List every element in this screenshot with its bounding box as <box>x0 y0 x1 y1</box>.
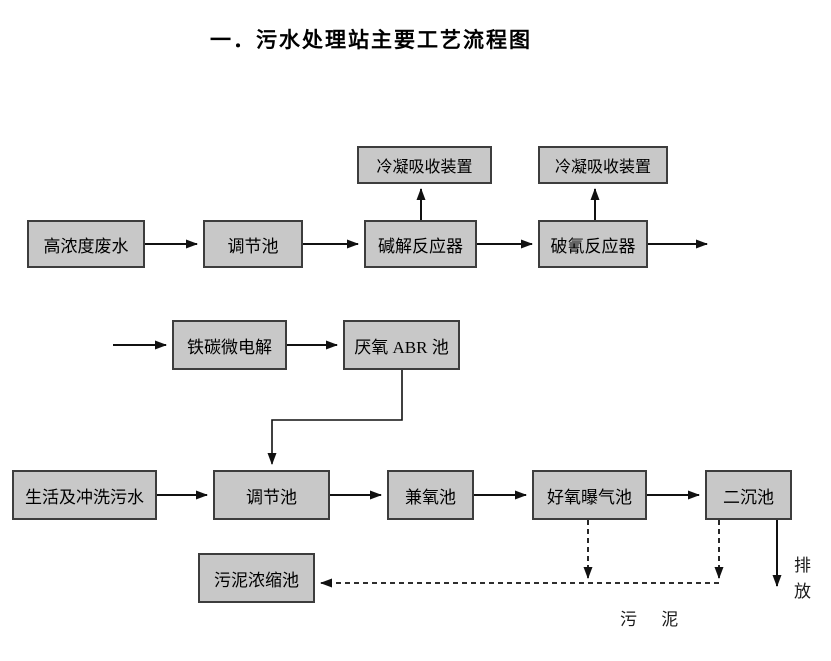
node-condensation-absorption-unit-2: 冷凝吸收装置 <box>538 146 668 184</box>
node-label: 调节池 <box>227 236 279 256</box>
node-label: 二沉池 <box>723 487 774 507</box>
node-alkaline-hydrolysis-reactor: 碱解反应器 <box>364 220 477 268</box>
node-label: 冷凝吸收装置 <box>376 159 473 176</box>
node-sludge-thickening-tank: 污泥浓缩池 <box>198 553 315 603</box>
node-label: 高浓度废水 <box>43 236 129 256</box>
node-anaerobic-abr-tank: 厌氧 ABR 池 <box>343 320 460 370</box>
node-label: 厌氧 ABR 池 <box>354 337 449 357</box>
page-title: 一．污水处理站主要工艺流程图 <box>210 29 532 52</box>
node-label: 生活及冲洗污水 <box>25 487 144 507</box>
discharge-label: 排 放 <box>794 556 811 601</box>
node-cyanide-breaking-reactor: 破氰反应器 <box>538 220 648 268</box>
node-regulating-tank-2: 调节池 <box>213 470 330 520</box>
node-domestic-flushing-sewage: 生活及冲洗污水 <box>12 470 157 520</box>
node-iron-carbon-micro-electrolysis: 铁碳微电解 <box>172 320 287 370</box>
node-label: 兼氧池 <box>405 487 456 507</box>
node-regulating-tank-1: 调节池 <box>203 220 303 268</box>
node-facultative-tank: 兼氧池 <box>387 470 474 520</box>
node-label: 冷凝吸收装置 <box>554 159 651 176</box>
node-high-concentration-wastewater: 高浓度废水 <box>27 220 145 268</box>
edge-abr-to-tiaojie2 <box>267 370 403 465</box>
node-label: 破氰反应器 <box>550 236 636 256</box>
node-condensation-absorption-unit-1: 冷凝吸收装置 <box>357 146 492 184</box>
sludge-label: 污 泥 <box>620 610 689 629</box>
node-label: 调节池 <box>246 487 297 507</box>
node-aerobic-aeration-tank: 好氧曝气池 <box>532 470 647 520</box>
node-secondary-sedimentation-tank: 二沉池 <box>705 470 792 520</box>
node-label: 碱解反应器 <box>378 236 463 256</box>
node-label: 好氧曝气池 <box>547 487 632 507</box>
node-label: 污泥浓缩池 <box>214 570 299 590</box>
node-label: 铁碳微电解 <box>187 337 272 357</box>
